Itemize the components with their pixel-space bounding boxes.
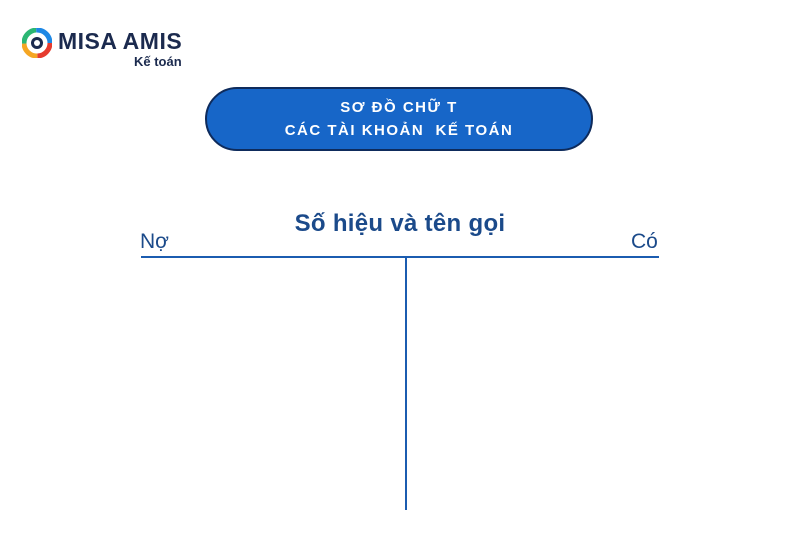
brand-name: MISA AMIS — [58, 28, 183, 54]
credit-label: Có — [631, 230, 658, 253]
title-banner: SƠ ĐỒ CHỮ T CÁC TÀI KHOẢN KẾ TOÁN — [205, 87, 593, 151]
misa-amis-logo-icon — [22, 28, 52, 58]
product-name: Kế toán — [134, 54, 182, 69]
logo: MISA AMIS Kế toán — [22, 24, 192, 70]
banner-line-2: CÁC TÀI KHOẢN KẾ TOÁN — [284, 122, 514, 139]
t-account-vertical-line — [405, 258, 407, 510]
banner-line-1: SƠ ĐỒ CHỮ T — [340, 99, 458, 116]
t-account-horizontal-line — [141, 256, 659, 258]
debit-label: Nợ — [140, 230, 169, 253]
account-title: Số hiệu và tên gọi — [294, 210, 506, 237]
